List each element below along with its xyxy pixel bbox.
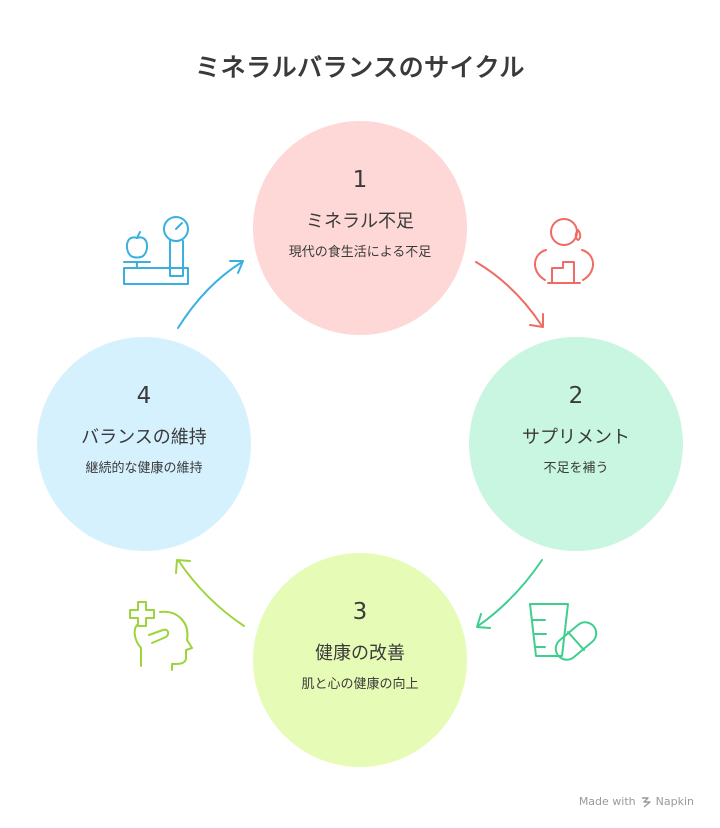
made-with-label: Made with [578, 795, 636, 808]
step-3-description: 肌と心の健康の向上 [301, 677, 419, 692]
step-3-heading: 健康の改善 [315, 643, 405, 664]
step-1-number: 1 [352, 167, 368, 193]
footer-attribution: Made with Napkin [579, 795, 694, 808]
step-1-heading: ミネラル不足 [306, 211, 414, 232]
step-3-circle: 3 健康の改善 肌と心の健康の向上 [253, 553, 467, 767]
step-2-circle: 2 サプリメント 不足を補う [469, 337, 683, 551]
arrow-4-to-1 [177, 260, 244, 329]
person-chart-icon [534, 218, 594, 284]
scale-apple-icon [123, 216, 189, 285]
cup-pill-icon [529, 603, 598, 661]
arrow-3-to-4 [175, 559, 245, 627]
brand-label: Napkin [655, 795, 694, 808]
head-plus-icon [129, 601, 193, 671]
step-4-circle: 4 バランスの維持 継続的な健康の維持 [37, 337, 251, 551]
arrow-2-to-3 [476, 559, 543, 629]
napkin-logo-icon [641, 796, 651, 808]
step-3-number: 3 [352, 599, 368, 625]
step-2-heading: サプリメント [522, 427, 630, 448]
step-4-description: 継続的な健康の維持 [85, 461, 203, 476]
step-1-circle: 1 ミネラル不足 現代の食生活による不足 [253, 121, 467, 335]
step-4-heading: バランスの維持 [81, 427, 207, 448]
arrow-1-to-2 [475, 261, 544, 328]
step-4-number: 4 [136, 383, 152, 409]
step-2-number: 2 [568, 383, 584, 409]
diagram-title: ミネラルバランスのサイクル [195, 53, 525, 82]
step-2-description: 不足を補う [543, 461, 609, 476]
step-1-description: 現代の食生活による不足 [288, 245, 432, 260]
